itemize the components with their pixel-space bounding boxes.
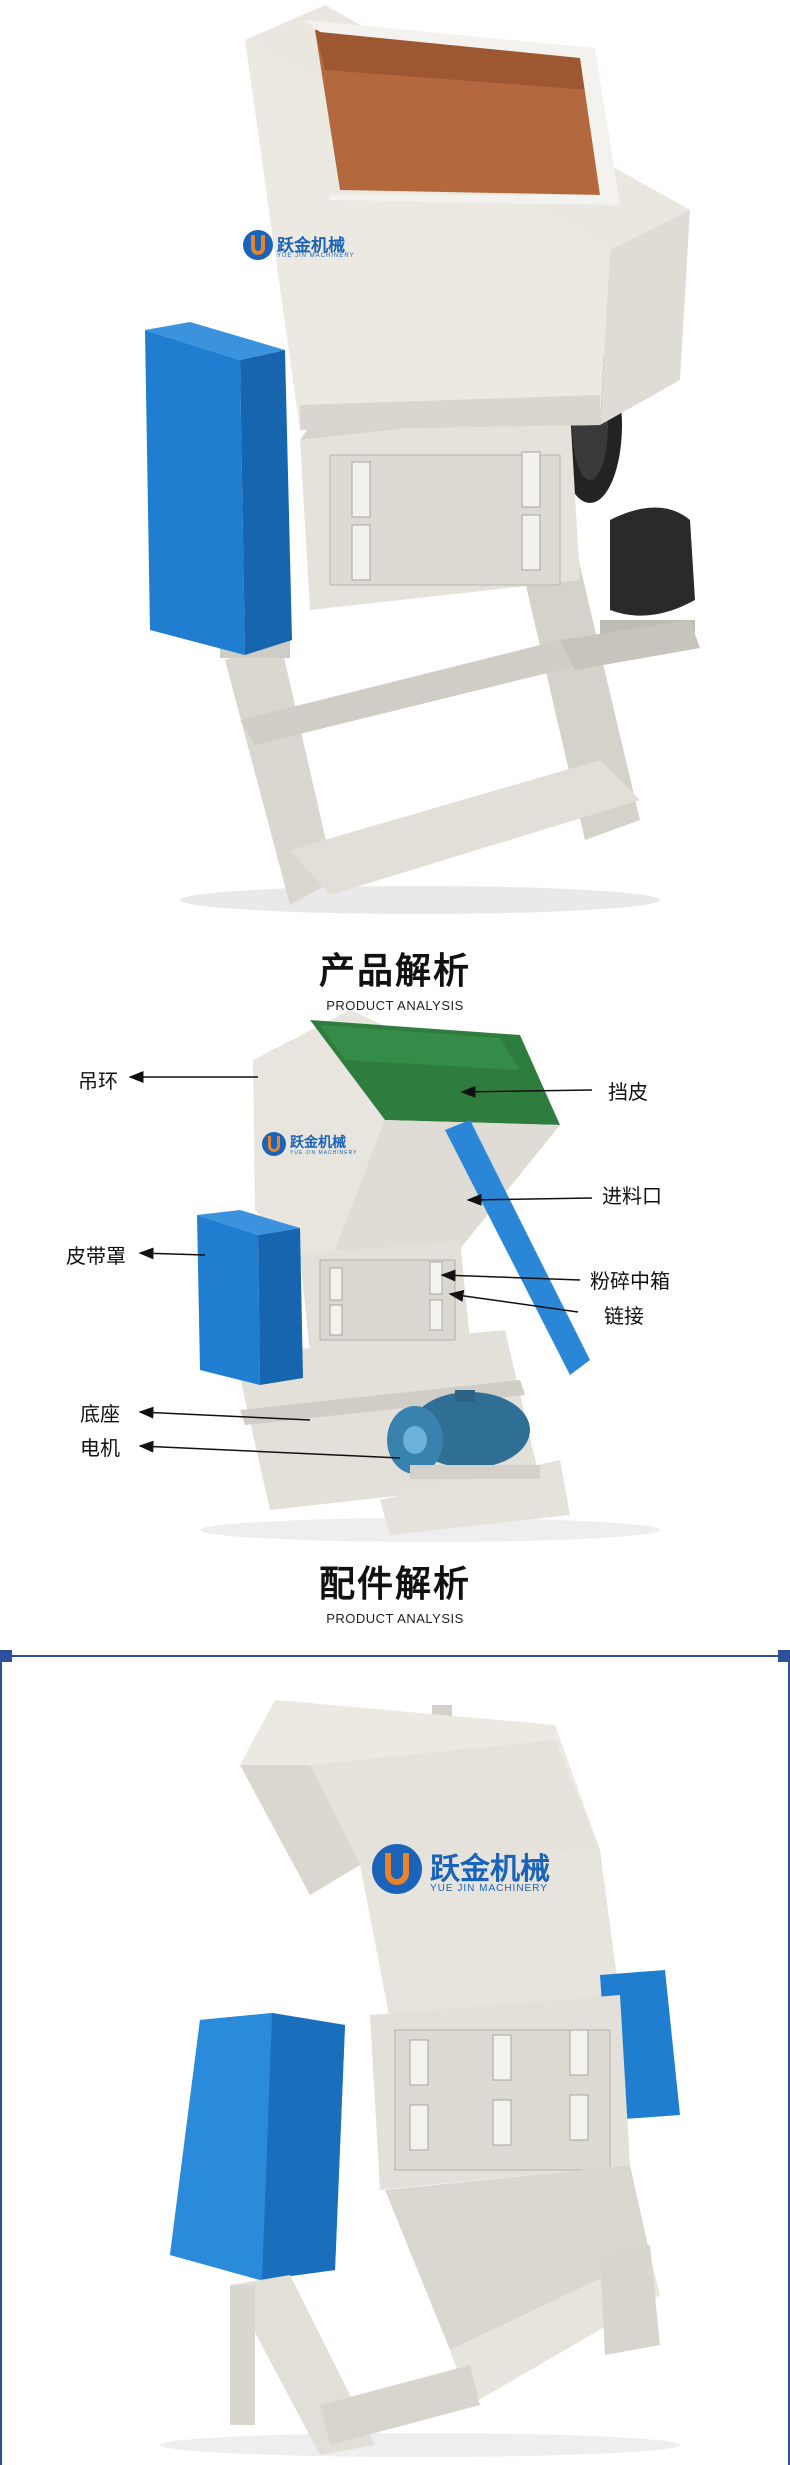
label-belt-cover: 皮带罩	[66, 1244, 126, 1268]
product-analysis-heading: 产品解析 PRODUCT ANALYSIS	[0, 942, 790, 1013]
brand-name-zh: 跃金机械	[277, 236, 345, 256]
label-lifting-ring: 吊环	[78, 1069, 118, 1093]
product-analysis-title-en: PRODUCT ANALYSIS	[326, 998, 464, 1013]
callout-arrow-base	[138, 1406, 311, 1421]
label-feed-inlet: 进料口	[602, 1184, 662, 1208]
callout-arrow-belt-cover	[138, 1247, 206, 1260]
brand-name-en: YUE JIN MACHINERY	[290, 1150, 358, 1156]
parts-photo-frame: 跃金机械 YUE JIN MACHINERY	[0, 1645, 790, 2465]
brand-logo-icon	[243, 230, 273, 260]
label-crushing-chamber: 粉碎中箱	[590, 1269, 670, 1293]
hero-machine-photo: 跃金机械 YUE JIN MACHINERY	[0, 0, 790, 925]
label-motor: 电机	[80, 1436, 120, 1460]
label-base: 底座	[80, 1402, 120, 1426]
brand-logo-hero: 跃金机械 YUE JIN MACHINERY	[243, 228, 373, 268]
brand-logo-diagram: 跃金机械 YUE JIN MACHINERY	[262, 1130, 382, 1160]
callout-arrow-link	[448, 1289, 579, 1313]
frame-corner-left	[0, 1650, 12, 1662]
label-flap: 挡皮	[608, 1080, 648, 1104]
frame-right-line	[788, 1662, 790, 2465]
frame-corner-right	[778, 1650, 790, 1662]
brand-name-zh: 跃金机械	[290, 1135, 346, 1151]
label-link: 链接	[604, 1304, 644, 1328]
callout-arrow-motor	[138, 1440, 401, 1459]
product-analysis-title-zh: 产品解析	[318, 951, 471, 992]
parts-analysis-title-en: PRODUCT ANALYSIS	[326, 1611, 464, 1626]
brand-logo-icon	[372, 1844, 422, 1894]
callout-arrow-feed-inlet	[466, 1193, 593, 1206]
frame-left-line	[0, 1662, 2, 2465]
labeled-machine-diagram: 跃金机械 YUE JIN MACHINERY 吊环 皮带罩 底座 电机 挡皮 进…	[0, 1010, 790, 1550]
brand-logo-icon	[262, 1132, 286, 1156]
brand-name-en: YUE JIN MACHINERY	[430, 1883, 548, 1894]
parts-machine-photo	[160, 1700, 680, 2457]
callout-arrow-flap	[460, 1085, 593, 1098]
brand-name-zh: 跃金机械	[430, 1852, 550, 1887]
parts-analysis-heading: 配件解析 PRODUCT ANALYSIS	[0, 1555, 790, 1626]
brand-logo-parts: 跃金机械 YUE JIN MACHINERY	[372, 1840, 592, 1900]
brand-name-en: YUE JIN MACHINERY	[277, 253, 355, 259]
parts-analysis-title-zh: 配件解析	[318, 1564, 471, 1605]
frame-top-line	[0, 1655, 790, 1657]
callout-arrow-crushing-chamber	[440, 1269, 581, 1282]
